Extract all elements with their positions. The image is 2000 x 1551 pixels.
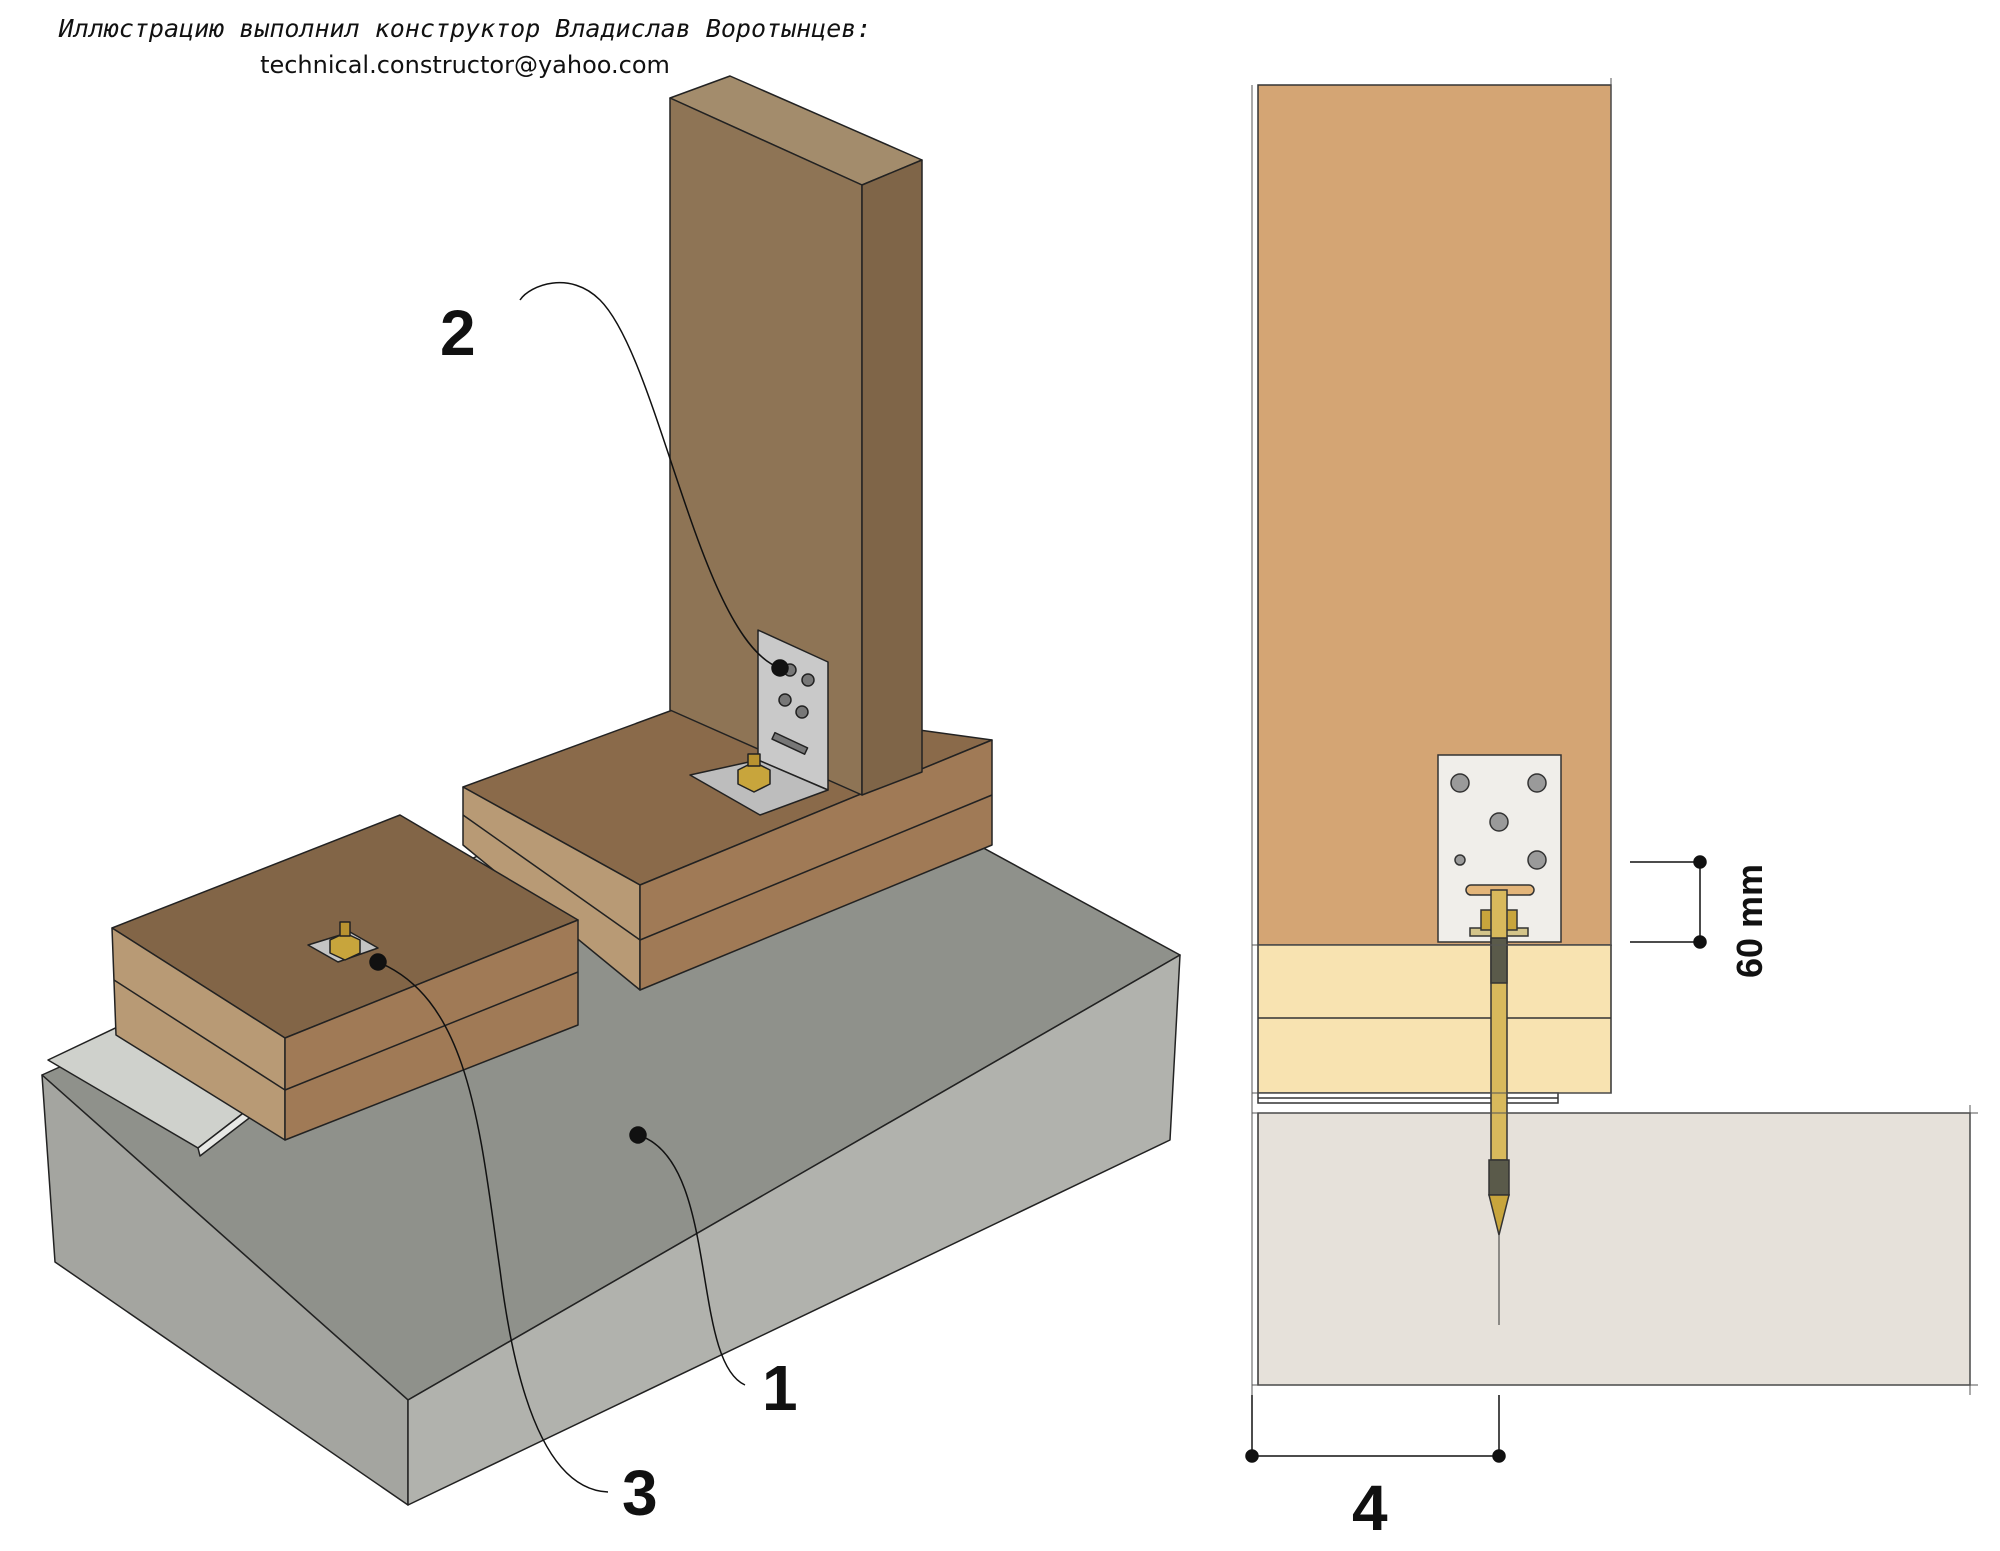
section-bracket-hole — [1527, 850, 1547, 870]
callout-4: 4 — [1352, 1472, 1388, 1544]
section-concrete — [1257, 1112, 1971, 1386]
leader-lines — [369, 282, 789, 1493]
dimension-edge-distance — [1245, 1395, 1506, 1463]
section-sill — [1257, 944, 1612, 1094]
author-email: technical.constructor@yahoo.com — [260, 51, 670, 79]
section-anchor-shaft — [1490, 889, 1508, 1161]
anchor-bolt-top — [747, 753, 761, 767]
leader-2 — [519, 282, 781, 669]
author-credit: Иллюстрацию выполнил конструктор Владисл… — [58, 14, 872, 43]
dimension-60mm — [1630, 855, 1707, 949]
section-anchor-tip — [1488, 1194, 1510, 1236]
callout-3: 3 — [622, 1457, 658, 1529]
dim-dot-top — [1693, 855, 1707, 869]
leader-1 — [637, 1134, 746, 1386]
construction-lines — [1251, 78, 1978, 1395]
bracket-hole — [778, 693, 792, 707]
callout-2: 2 — [440, 297, 476, 369]
dimension-60mm-label: 60 mm — [1729, 864, 1770, 978]
front-sill-joint — [113, 979, 286, 1091]
dim4-dot-left — [1245, 1449, 1259, 1463]
leader-1-dot — [629, 1126, 647, 1144]
bracket-hole — [795, 705, 809, 719]
section-view — [1257, 84, 1971, 1386]
section-bracket-hole — [1454, 854, 1466, 866]
callout-1: 1 — [762, 1352, 798, 1424]
front-anchor-bolt-top — [339, 921, 351, 937]
section-bracket-hole — [1450, 773, 1470, 793]
concrete-foundation — [41, 739, 1181, 1506]
leader-3 — [377, 961, 609, 1493]
bracket-slot — [771, 731, 809, 755]
concrete-front-face — [407, 954, 1181, 1506]
timber-post — [669, 75, 923, 796]
isometric-view — [41, 75, 1181, 1506]
leader-2-dot — [771, 659, 789, 677]
front-anchor — [307, 921, 379, 963]
post-side-face — [861, 159, 923, 796]
section-anchor-thread — [1490, 937, 1508, 984]
front-sill-joint-front — [284, 971, 579, 1091]
section-anchor-sleeve — [1488, 1159, 1510, 1196]
leader-3-dot — [369, 953, 387, 971]
front-sill-front — [284, 919, 579, 1141]
back-sill-joint-front — [639, 794, 993, 941]
back-sill-joint — [462, 814, 641, 941]
dim4-dot-right — [1492, 1449, 1506, 1463]
section-bracket-hole — [1527, 773, 1547, 793]
section-bracket-hole — [1489, 812, 1509, 832]
dim-dot-bottom — [1693, 935, 1707, 949]
bracket-hole — [801, 673, 815, 687]
